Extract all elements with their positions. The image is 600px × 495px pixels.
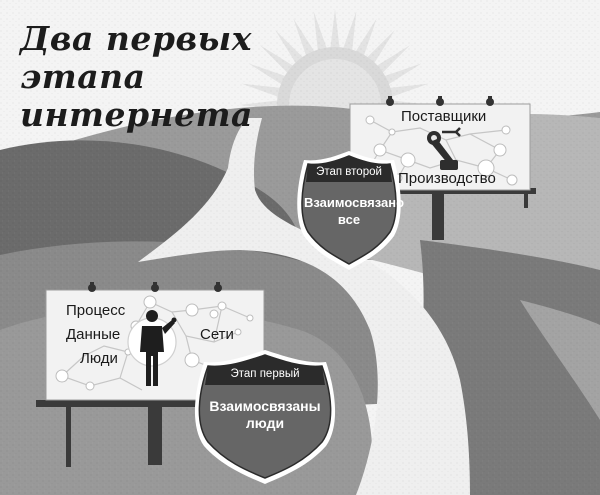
label-data: Данные [66, 326, 121, 343]
shield-second-title: Взаимосвязано все [304, 194, 405, 228]
label-networks: Сети [200, 326, 234, 343]
shield-second-line-2: все [337, 212, 361, 227]
billboard-rail [352, 188, 536, 194]
shield-second [297, 151, 401, 270]
billboard-left [36, 282, 266, 467]
title-line-1: Два первых этапа [20, 19, 252, 96]
person-icon [140, 310, 177, 386]
label-process: Процесс [66, 302, 126, 319]
billboard-post [148, 395, 162, 465]
label-suppliers: Поставщики [401, 108, 487, 125]
title-line-2: интернета [20, 95, 253, 134]
shield-first-caption: Этап первый [230, 368, 300, 380]
billboard-rail [36, 400, 266, 407]
shield-second-caption: Этап второй [316, 166, 382, 178]
page-title: Два первых этапа интернета [20, 20, 320, 134]
shield-first-line-2: люди [245, 415, 285, 431]
shield-first-title: Взаимосвязаны люди [206, 398, 324, 432]
label-people: Люди [80, 350, 118, 367]
shield-first [194, 350, 336, 484]
shield-second-line-1: Взаимосвязано [304, 195, 405, 210]
shield-first-line-1: Взаимосвязаны [209, 398, 321, 414]
robot-arm-icon [427, 127, 461, 170]
label-production: Производство [398, 170, 496, 187]
billboard-post [432, 180, 444, 240]
